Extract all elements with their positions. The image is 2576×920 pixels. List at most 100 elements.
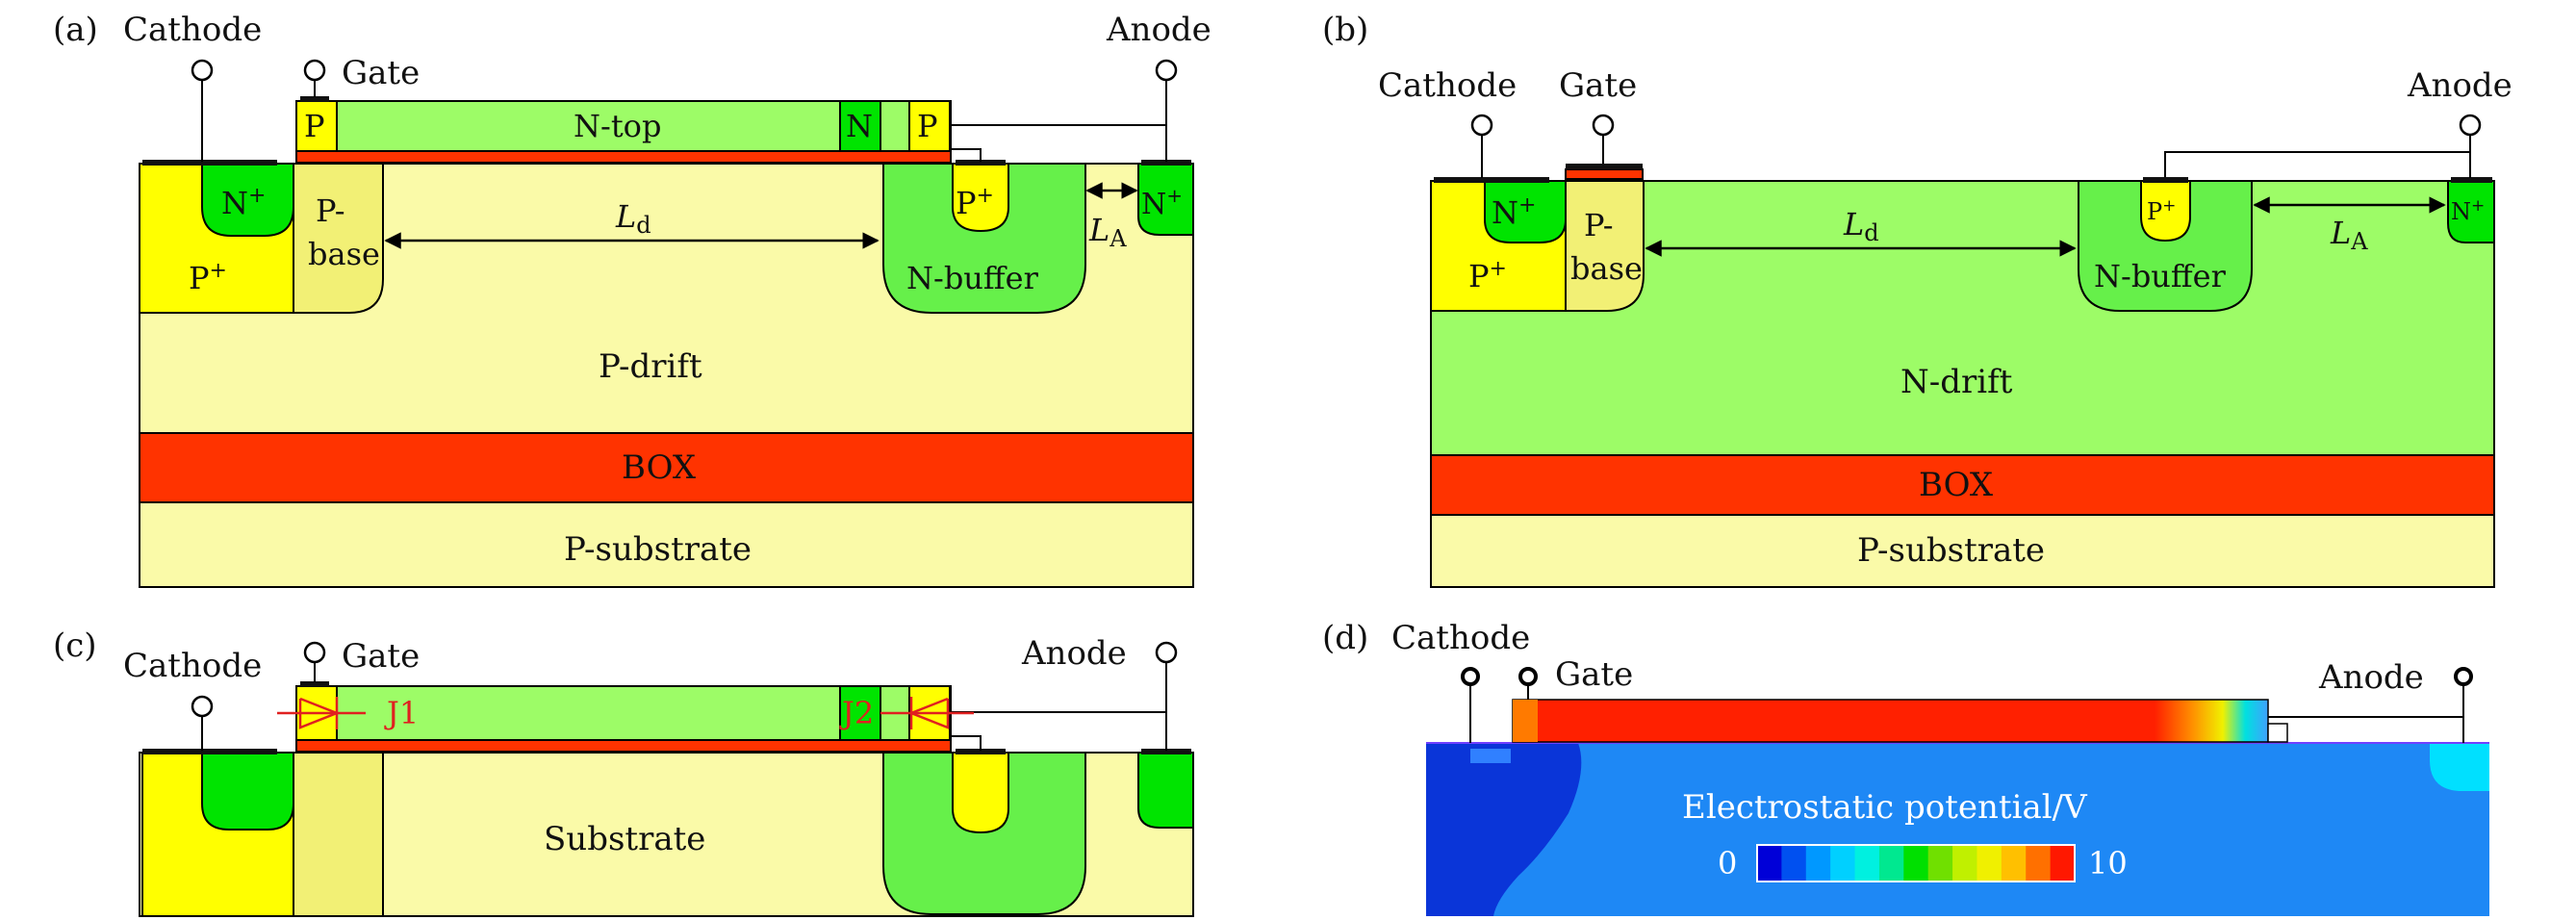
box-label: BOX	[1919, 466, 1994, 504]
n-buffer-label: N-buffer	[906, 260, 1039, 296]
anode-pplus-contact	[956, 160, 1006, 166]
gate-label: Gate	[342, 54, 420, 92]
gate-label: Gate	[342, 637, 420, 676]
box-label: BOX	[622, 448, 697, 487]
anode-pplus-contact	[956, 749, 1006, 754]
gate-contact	[300, 681, 329, 687]
cathode-label: Cathode	[1391, 619, 1530, 657]
box-layer	[139, 432, 1194, 503]
nplus-anode-label: N+	[1141, 184, 1183, 221]
color-scale-swatch	[1927, 845, 1953, 882]
n-buffer-label: N-buffer	[2094, 258, 2227, 294]
p-base-label-2: base	[1570, 250, 1643, 287]
pplus-anode-region	[952, 163, 1009, 233]
potential-title: Electrostatic potential/V	[1682, 788, 2088, 827]
cathode-label: Cathode	[123, 647, 262, 685]
anode-label: Anode	[2407, 66, 2512, 105]
nplus-anode-region	[2447, 180, 2495, 243]
color-scale-swatch	[2001, 845, 2027, 882]
anode-pplus-wire	[951, 735, 982, 751]
pplus-anode-label: P+	[956, 184, 994, 221]
j1-diode-icon	[277, 697, 366, 729]
cathode-label: Cathode	[1378, 66, 1517, 105]
ld-label: Ld	[1843, 206, 1879, 246]
p-film-left	[295, 100, 338, 152]
cathode-contact	[142, 749, 277, 754]
film-left-edge	[1513, 700, 1538, 742]
panel-a: (a) Cathode Gate Anode P N-top N P	[53, 11, 1211, 588]
p-substrate-region	[1430, 514, 2495, 588]
low-potential-region	[1426, 743, 1582, 916]
anode-pplus-wire	[2164, 151, 2470, 177]
nplus-anode-region	[1137, 752, 1194, 829]
gate-terminal-icon	[303, 59, 326, 82]
potential-top-film	[1512, 699, 2269, 743]
panel-c: (c) Cathode Gate Anode	[53, 626, 1194, 917]
gate-oxide	[295, 739, 952, 753]
anode-nplus-contact	[1141, 160, 1191, 166]
anode-label: Anode	[2318, 658, 2424, 697]
nplus-cathode-label: N+	[221, 184, 266, 221]
scale-max-label: 10	[2088, 845, 2128, 882]
anode-contact	[2267, 723, 2288, 743]
pplus-cathode-label: P+	[1468, 257, 1507, 294]
gate-terminal-icon	[303, 641, 326, 664]
gate-contact	[300, 96, 329, 102]
p-substrate-label: P-substrate	[1857, 531, 2045, 570]
pplus-anode-region	[2140, 180, 2191, 243]
anode-label: Anode	[1021, 634, 1127, 673]
n-top-label: N-top	[574, 108, 661, 144]
cathode-terminal-icon	[1470, 114, 1493, 137]
anode-well	[2430, 743, 2489, 791]
box-layer	[1430, 454, 2495, 516]
panel-d: (d) Cathode Gate Anode Electrostatic pot…	[1322, 619, 2489, 916]
p-substrate-label: P-substrate	[564, 530, 752, 569]
anode-terminal-icon	[1155, 59, 1178, 82]
color-scale-swatch	[1854, 845, 1880, 882]
p-base-region	[293, 163, 384, 314]
nplus-cathode-region	[1484, 180, 1567, 243]
color-scale-bar	[1757, 845, 2076, 882]
gate-label: Gate	[1559, 66, 1637, 105]
n-drift-label: N-drift	[1900, 363, 2013, 401]
ld-label: Ld	[615, 198, 651, 239]
j2-diode-icon	[880, 697, 974, 729]
la-label: LA	[2330, 215, 2368, 255]
anode-pplus-wire	[951, 148, 982, 162]
gate-oxide	[1565, 168, 1644, 180]
color-scale-swatch	[1757, 845, 1782, 882]
color-scale-swatch	[2026, 845, 2052, 882]
p-drift-label: P-drift	[599, 347, 702, 386]
j2-label: J2	[839, 695, 874, 731]
nplus-cathode-region	[201, 752, 294, 831]
n-buffer-region	[882, 163, 1086, 314]
pplus-cathode-label: P+	[189, 259, 227, 296]
p-film-label: P	[304, 108, 325, 144]
cathode-label: Cathode	[123, 11, 262, 49]
j1-label: J1	[384, 695, 419, 731]
substrate-label: Substrate	[544, 820, 705, 858]
anode-terminal-icon	[1155, 641, 1178, 664]
anode-nplus-contact	[1141, 749, 1191, 754]
gate-terminal-icon	[1592, 114, 1615, 137]
p-base-label-1: P-	[1584, 207, 1614, 243]
color-scale-swatch	[1952, 845, 1977, 882]
color-scale-swatch	[1781, 845, 1807, 882]
color-scale-swatch	[1805, 845, 1831, 882]
cathode-terminal-icon	[1461, 667, 1480, 686]
anode-pplus-contact	[2143, 177, 2188, 183]
panel-b-tag: (b)	[1322, 11, 1368, 49]
p-substrate-region	[139, 501, 1194, 588]
p-base-label-2: base	[308, 236, 380, 272]
cathode-terminal-icon	[191, 695, 214, 718]
p-base-region	[293, 752, 384, 917]
color-scale-swatch	[2050, 845, 2076, 882]
anode-terminal-icon	[2459, 114, 2482, 137]
gate-oxide	[295, 150, 952, 164]
p-base-region	[1565, 180, 1645, 312]
p-film-right-label: P	[917, 108, 938, 144]
panel-d-tag: (d)	[1322, 619, 1368, 657]
n-film-label: N	[846, 108, 873, 144]
anode-label: Anode	[1106, 11, 1211, 49]
cathode-well	[1470, 749, 1511, 763]
